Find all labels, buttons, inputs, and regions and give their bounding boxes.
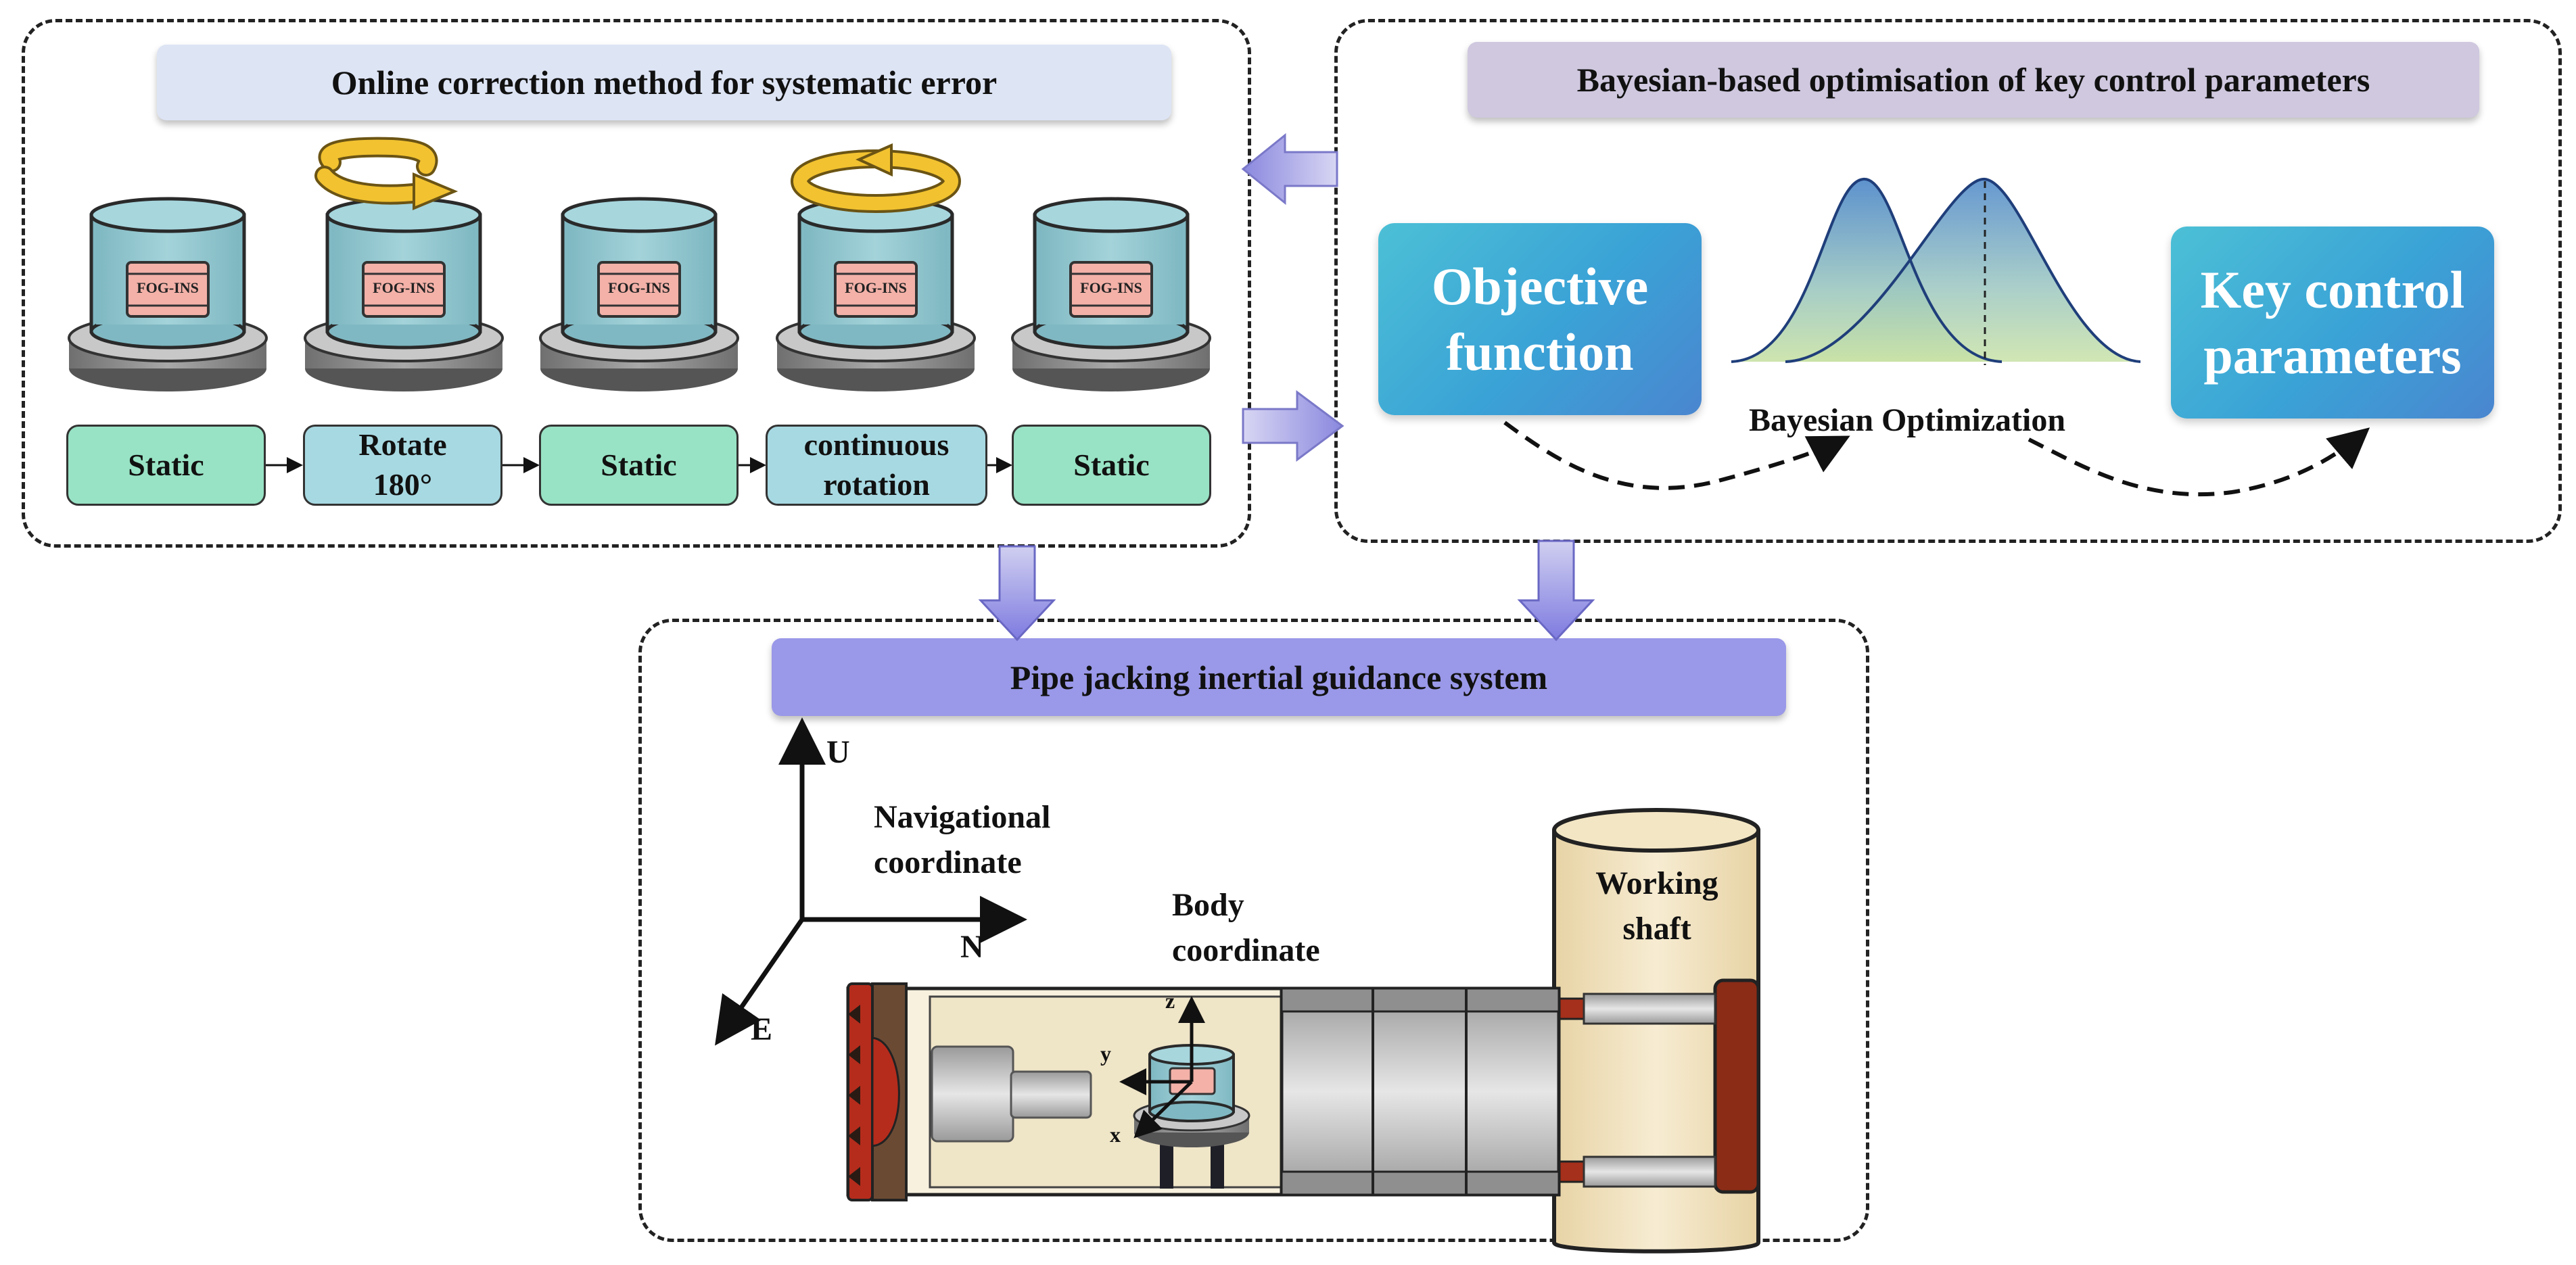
axis-n-label: N (960, 929, 984, 965)
fog-label-5: FOG-INS (1080, 279, 1142, 296)
objective-function-box: Objective function (1378, 223, 1702, 415)
fog-device-4 (776, 197, 976, 391)
step-continuous-rotation: continuous rotation (766, 425, 987, 506)
navigation-axes (715, 717, 1027, 1046)
navigational-coordinate-label: Navigational coordinate (874, 799, 1051, 881)
body-axis-z-label: z (1165, 988, 1175, 1013)
flow-arrow-down-left (978, 545, 1056, 642)
step-static-1: Static (66, 425, 266, 506)
flow-arrow-down-right (1517, 540, 1595, 642)
fog-label-2: FOG-INS (373, 279, 435, 296)
fog-label-3: FOG-INS (608, 279, 670, 296)
bayesian-title: Bayesian-based optimisation of key contr… (1468, 42, 2479, 118)
fog-device-1 (68, 197, 268, 391)
fog-label-1: FOG-INS (137, 279, 199, 296)
fog-device-5 (1011, 197, 1211, 391)
body-coordinate-label: Body coordinate (1172, 887, 1320, 969)
body-axis-x-label: x (1110, 1122, 1121, 1147)
correction-title: Online correction method for systematic … (157, 45, 1171, 120)
step-static-3: Static (1012, 425, 1211, 506)
bayesian-distribution-curves (1731, 177, 2141, 365)
bayesian-optimization-label: Bayesian Optimization (1749, 402, 2066, 438)
step-rotate-180: Rotate 180° (303, 425, 502, 506)
fog-label-4: FOG-INS (845, 279, 907, 296)
step-static-2: Static (539, 425, 739, 506)
bo-to-key-arrow (2028, 427, 2370, 497)
rotate-180-arrow-icon (314, 137, 459, 210)
axis-u-label: U (826, 734, 850, 770)
bayesian-panel (1334, 19, 2562, 543)
body-axis-y-label: y (1100, 1041, 1111, 1066)
objective-to-bo-arrow (1503, 421, 1850, 490)
continuous-rotation-arrow-icon (791, 143, 961, 213)
guidance-panel (638, 619, 1869, 1242)
pipe-jacking-machine (846, 808, 1760, 1254)
axis-e-label: E (751, 1011, 773, 1047)
fog-device-2 (304, 197, 504, 391)
flow-arrow-to-correction (1241, 133, 1338, 206)
key-control-parameters-box: Key control parameters (2171, 226, 2494, 419)
working-shaft-label: Working shaft (1595, 865, 1718, 947)
fog-device-3 (539, 197, 739, 391)
flow-arrow-to-bayesian (1242, 390, 1344, 462)
correction-panel (22, 19, 1251, 548)
guidance-title: Pipe jacking inertial guidance system (772, 638, 1786, 716)
